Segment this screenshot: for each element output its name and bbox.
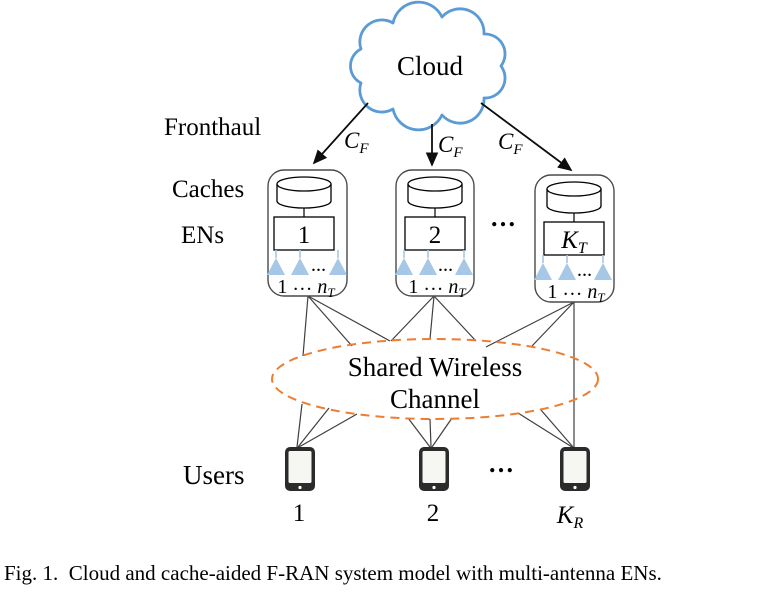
fronthaul-capacity-label-1: CF (344, 128, 369, 157)
cache-cylinder-icon (407, 176, 463, 209)
antenna-count-label: 1…nT (408, 273, 466, 300)
channel-label-line2: Channel (390, 384, 480, 414)
connection-line (531, 301, 575, 347)
fronthaul-arrow-1 (312, 102, 369, 165)
en-index: 1 (298, 222, 311, 249)
antenna-ellipsis: … (311, 259, 327, 275)
connection-line (429, 295, 435, 340)
connection-line (390, 295, 435, 342)
cloud-label: Cloud (397, 51, 464, 81)
shared-wireless-channel: Shared Wireless Channel (271, 338, 599, 420)
connection-line (433, 295, 477, 342)
antenna-icon (267, 258, 285, 275)
antenna-icon (455, 258, 473, 275)
cache-cylinder-icon (546, 181, 602, 214)
en-ellipsis: … (490, 203, 517, 232)
antenna-icon (419, 258, 437, 275)
antenna-ellipsis: … (577, 264, 593, 280)
antenna-array: … (534, 255, 612, 280)
antenna-icon (329, 258, 347, 275)
antenna-array: … (267, 250, 347, 275)
antenna-count-label: 1…nT (277, 273, 335, 300)
user-2: 2 (419, 447, 449, 527)
fronthaul-capacity-label-2: CF (438, 132, 463, 161)
antenna-array: … (395, 250, 473, 275)
edge-node-3: KT … 1…nT (534, 174, 615, 305)
connection-line (485, 301, 575, 348)
antenna-ellipsis: … (438, 259, 454, 275)
user-index: KR (556, 502, 584, 532)
en-index: 2 (429, 222, 442, 249)
fran-diagram: Cloud CF CF CF Fronthaul Caches ENs User… (164, 0, 615, 532)
cache-cylinder-icon (276, 176, 332, 209)
connection-line (297, 407, 330, 448)
connection-line (302, 295, 309, 357)
antenna-icon (291, 258, 309, 275)
connection-line (540, 409, 574, 448)
antenna-icon (395, 258, 413, 275)
fronthaul-links: CF CF CF (312, 102, 573, 172)
en-index: KT (560, 227, 588, 257)
cloud-node: Cloud (349, 0, 507, 132)
edge-node-1: 1 … 1…nT (267, 169, 348, 300)
en-box (543, 221, 605, 256)
fronthaul-label: Fronthaul (164, 114, 261, 141)
user-1: 1 (285, 447, 315, 527)
user-index: 2 (427, 500, 440, 527)
connection-line (431, 417, 453, 448)
connection-line (407, 417, 431, 448)
connection-line (307, 295, 391, 342)
channel-label-line1: Shared Wireless (348, 352, 523, 382)
en-box (273, 216, 335, 251)
connection-line (517, 412, 573, 448)
phone-icon (419, 447, 449, 491)
connection-line (296, 403, 303, 448)
user-index: 1 (293, 500, 306, 527)
phone-icon (560, 447, 590, 491)
user-3: KR (556, 447, 590, 532)
antenna-icon (594, 263, 612, 280)
fronthaul-arrow-3 (480, 102, 573, 172)
users-label: Users (183, 460, 245, 490)
caches-label: Caches (172, 176, 244, 203)
fronthaul-capacity-label-3: CF (498, 129, 523, 158)
edge-node-2: 2 … 1…nT (395, 169, 475, 300)
connection-line (429, 418, 432, 448)
antenna-count-label: 1…nT (547, 278, 605, 305)
antenna-icon (534, 263, 552, 280)
cloud-icon (349, 0, 507, 132)
user-ellipsis: … (488, 449, 515, 478)
connection-line (298, 413, 358, 448)
wireless-links (296, 295, 575, 448)
ens-label: ENs (181, 222, 224, 249)
channel-ellipse (271, 338, 599, 420)
phone-icon (285, 447, 315, 491)
figure-caption: Fig. 1. Cloud and cache-aided F-RAN syst… (4, 561, 662, 585)
connection-line (307, 295, 353, 347)
antenna-icon (558, 263, 576, 280)
en-box (404, 216, 466, 251)
